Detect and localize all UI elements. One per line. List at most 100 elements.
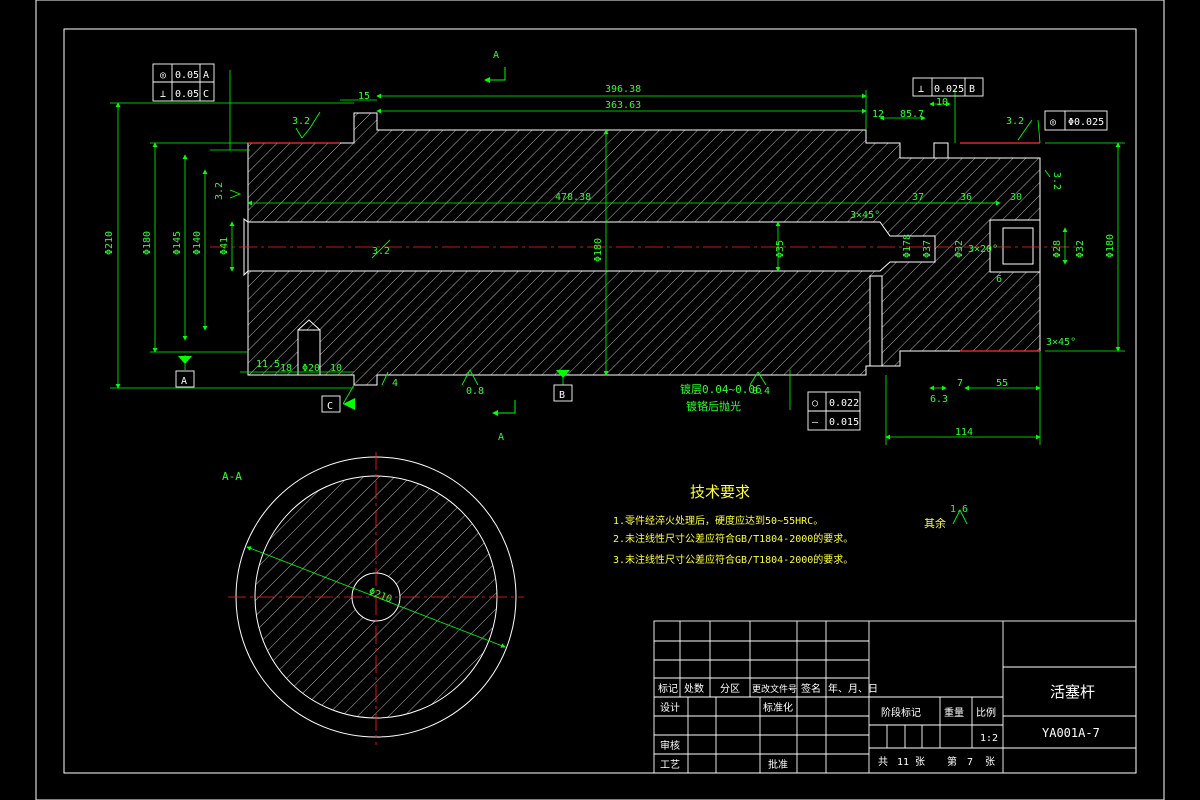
- datum-c-label: C: [327, 401, 333, 412]
- tech-req-title: 技术要求: [690, 483, 750, 501]
- dim-12: 12: [872, 109, 884, 120]
- tb-sheet-unit-2: 张: [985, 756, 995, 768]
- tol-value-6: 0.015: [829, 417, 859, 428]
- section-mark-top: A: [493, 50, 499, 61]
- tol-value-2: 0.05: [175, 89, 199, 100]
- dia-35: Φ35: [775, 240, 786, 258]
- tech-req-item-2: 2.未注线性尺寸公差应符合GB/T1804-2000的要求。: [613, 532, 853, 545]
- dim-11-5: 11.5: [256, 359, 280, 370]
- tb-header-zone: 分区: [720, 683, 740, 695]
- tb-drawing-no: YA001A-7: [1042, 726, 1100, 740]
- dim-6: 6: [996, 274, 1002, 285]
- remaining-roughness-value: 1.6: [950, 504, 968, 515]
- tb-weight: 重量: [944, 706, 964, 719]
- tol-symbol-5: ○: [812, 398, 818, 409]
- dia-41: Φ41: [219, 237, 230, 255]
- dim-15: 15: [358, 91, 370, 102]
- dimension-text: ◎ 0.05 A ⊥ 0.05 C ⊥ 0.025 B ◎ Φ0.025 ○ 0…: [104, 50, 1116, 443]
- oil-hole: [297, 329, 321, 376]
- tb-approve: 批准: [768, 758, 788, 771]
- roughness-04: 0.4: [752, 386, 770, 397]
- section-mark-bottom: A: [498, 432, 504, 443]
- dia-32: Φ32: [954, 240, 965, 258]
- tol-symbol-2: ⊥: [160, 89, 166, 100]
- dia-180-right: Φ180: [1105, 234, 1116, 258]
- tol-value-3: 0.025: [934, 84, 964, 95]
- dim-18: 18: [280, 363, 292, 374]
- dim-6-3: 6.3: [930, 394, 948, 405]
- tol-datum-1: A: [203, 70, 209, 81]
- tb-header-count: 处数: [684, 682, 704, 695]
- section-view-label: A-A: [222, 470, 242, 483]
- dia-28: Φ28: [1052, 240, 1063, 258]
- tolerance-frames: [152, 63, 1108, 431]
- dim-10: 10: [936, 97, 948, 108]
- tol-value-5: 0.022: [829, 398, 859, 409]
- dim-10-lower: 10: [330, 363, 342, 374]
- dim-4: 4: [392, 378, 398, 389]
- tol-symbol-1: ◎: [160, 70, 166, 81]
- tol-symbol-3: ⊥: [918, 84, 924, 95]
- dim-114: 114: [955, 427, 973, 438]
- tol-value-1: 0.05: [175, 70, 199, 81]
- dim-30: 30: [1010, 192, 1022, 203]
- dim-37: 37: [912, 192, 924, 203]
- groove: [933, 142, 949, 159]
- roughness-left-end: 3.2: [214, 182, 225, 200]
- roughness-08: 0.8: [466, 386, 484, 397]
- datum-a-label: A: [181, 376, 187, 387]
- tol-symbol-4: ◎: [1050, 117, 1056, 128]
- tol-datum-2: C: [203, 89, 209, 100]
- sheet-border: [35, 0, 1165, 800]
- tol-symbol-6: —: [812, 417, 819, 428]
- roughness-top-left: 3.2: [292, 116, 310, 127]
- tb-header-sign: 签名: [801, 682, 821, 695]
- tb-standardize: 标准化: [763, 701, 793, 714]
- tol-datum-3: B: [969, 84, 975, 95]
- datum-b-label: B: [559, 390, 565, 401]
- tb-sheet-unit: 张: [915, 756, 925, 768]
- dim-85: 85.7: [900, 109, 924, 120]
- datum-markers: [175, 356, 573, 413]
- dia-140: Φ140: [192, 231, 203, 255]
- tb-review: 审核: [660, 739, 680, 752]
- technical-requirements: 技术要求 1.零件经淬火处理后，硬度应达到50~55HRC。 2.未注线性尺寸公…: [613, 483, 968, 566]
- tb-header-mark: 标记: [658, 683, 678, 695]
- plating-note-1: 镀层0.04~0.06: [680, 382, 762, 396]
- tech-req-item-3: 3.未注线性尺寸公差应符合GB/T1804-2000的要求。: [613, 553, 853, 566]
- tb-scale-label: 比例: [976, 706, 996, 719]
- chamfer-right: 3×45°: [1046, 337, 1076, 348]
- plating-note-2: 镀铬后抛光: [686, 399, 741, 413]
- dim-55: 55: [996, 378, 1008, 389]
- tb-part-name: 活塞杆: [1050, 683, 1095, 701]
- roughness-top-right: 3.2: [1006, 116, 1024, 127]
- dia-210: Φ210: [104, 231, 115, 255]
- tb-sheet-label: 第: [947, 755, 957, 768]
- dia-178: Φ178: [902, 234, 913, 258]
- tol-value-4: Φ0.025: [1068, 117, 1104, 128]
- tb-header-date: 年、月、日: [828, 682, 878, 695]
- tb-process: 工艺: [660, 759, 680, 771]
- dim-363: 363.63: [605, 100, 641, 111]
- dia-180-left: Φ180: [142, 231, 153, 255]
- dia-180-center: Φ180: [593, 238, 604, 262]
- roughness-bore: 3.2: [372, 246, 390, 257]
- piston-rod-section: [210, 112, 1080, 386]
- tb-total: 11: [897, 757, 909, 768]
- tb-header-change-doc: 更改文件号: [752, 683, 797, 695]
- title-block: [653, 620, 1137, 774]
- tech-req-item-1: 1.零件经淬火处理后，硬度应达到50~55HRC。: [613, 514, 823, 527]
- dimension-lines: [110, 70, 1125, 445]
- dim-478: 478.38: [555, 192, 591, 203]
- tb-total-label: 共: [878, 756, 888, 768]
- tb-stage-mark: 阶段标记: [881, 706, 921, 719]
- dim-phi20: Φ20: [302, 363, 320, 374]
- tb-scale-value: 1:2: [980, 733, 998, 744]
- dim-396: 396.38: [605, 84, 641, 95]
- tb-design: 设计: [660, 701, 680, 714]
- tb-sheet: 7: [967, 757, 973, 768]
- dim-36: 36: [960, 192, 972, 203]
- remaining-roughness-label: 其余: [924, 516, 946, 530]
- chamfer-left: 3×45°: [850, 210, 880, 221]
